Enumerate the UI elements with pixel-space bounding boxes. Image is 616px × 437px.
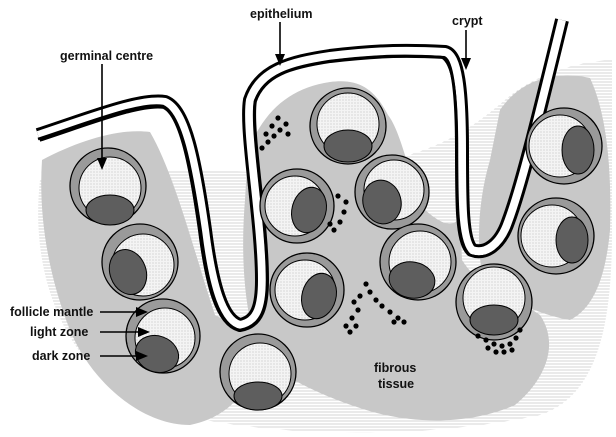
follicle xyxy=(260,169,334,243)
follicle xyxy=(518,198,594,274)
label-epithelium: epithelium xyxy=(250,7,313,21)
label-crypt: crypt xyxy=(452,14,483,28)
follicle xyxy=(102,224,178,300)
label-tissue: tissue xyxy=(378,377,414,391)
follicle xyxy=(220,334,296,410)
follicle xyxy=(270,253,344,327)
label-light-zone: light zone xyxy=(30,325,88,339)
label-follicle-mantle: follicle mantle xyxy=(10,305,93,319)
arrow-epithelium xyxy=(275,22,285,66)
follicle xyxy=(310,88,386,164)
arrow-crypt xyxy=(461,30,471,70)
follicle xyxy=(70,148,146,225)
follicle xyxy=(355,155,429,229)
follicle xyxy=(526,108,602,184)
label-germinal-centre: germinal centre xyxy=(60,49,153,63)
label-dark-zone: dark zone xyxy=(32,349,90,363)
label-fibrous: fibrous xyxy=(374,361,416,375)
